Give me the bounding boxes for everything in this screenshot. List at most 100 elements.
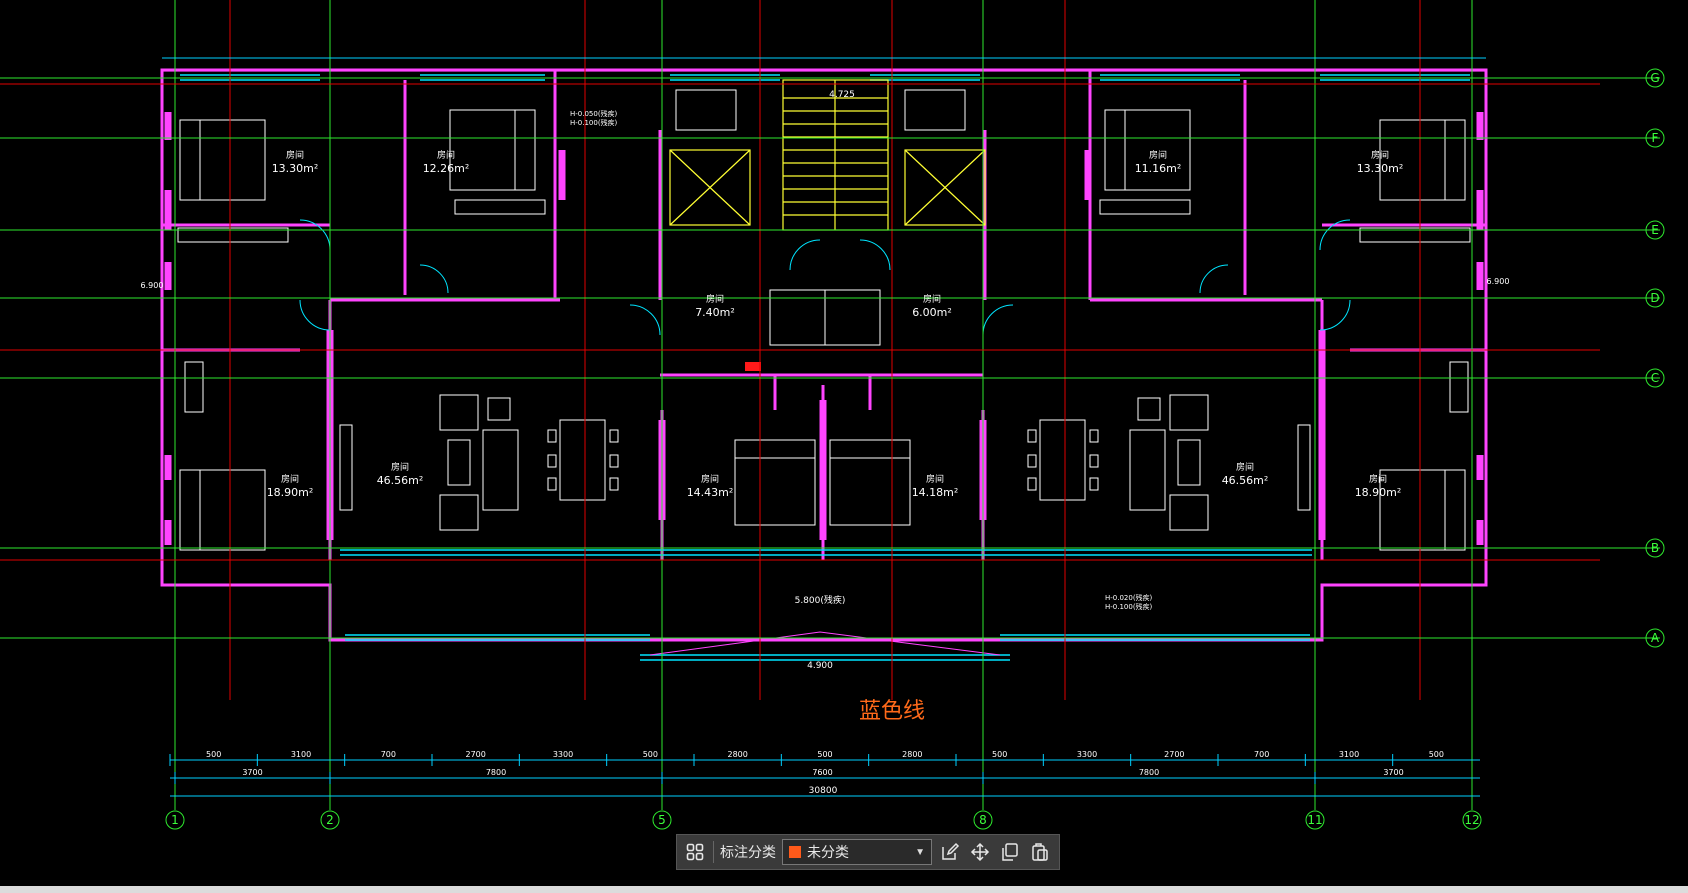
- grid-label-right: A: [1651, 631, 1660, 645]
- grid-label-right: B: [1651, 541, 1659, 555]
- room-name: 房间: [1369, 473, 1387, 485]
- room-name: 房间: [1149, 149, 1167, 161]
- dimension-value: 3700: [1383, 768, 1403, 777]
- grid-label-bottom: 5: [658, 813, 666, 827]
- grid-bubble: [1645, 128, 1665, 148]
- elevation-note: H-0.050(残疾): [570, 109, 618, 118]
- elevation-note: H-0.020(残疾): [1105, 593, 1153, 602]
- dimension-layer: 500 3100 700 2700 3300 500 2800 500 2800 500 3300 2…: [141, 57, 1510, 797]
- room-name: 房间: [923, 293, 941, 305]
- grid-label-right: C: [1651, 371, 1659, 385]
- dimension-value: 2800: [727, 750, 747, 759]
- annotation-layer: 4.725 4.900 5.800(残疾) H-0.050(残疾) H-0.100(残疾…: [570, 90, 1153, 724]
- grid-lines-layer: [0, 0, 1660, 810]
- grid-bubble: [1645, 220, 1665, 240]
- room-area: 14.43m²: [687, 486, 734, 499]
- room-name: 房间: [706, 293, 724, 305]
- grid-bubble: [165, 810, 185, 830]
- dimension-value: 7600: [812, 768, 832, 777]
- room-name: 房间: [286, 149, 304, 161]
- dimension-value: 500: [1429, 750, 1444, 759]
- dimension-value: 3300: [1077, 750, 1097, 759]
- annotation-text: 蓝色线: [859, 699, 925, 724]
- grid-bubble: [1645, 368, 1665, 388]
- dimension-value: 2800: [902, 750, 922, 759]
- dimension-value: 2700: [1164, 750, 1184, 759]
- dimension-value: 500: [817, 750, 832, 759]
- room-name: 房间: [1371, 149, 1389, 161]
- toolbar-separator: [713, 841, 714, 863]
- category-select-value: 未分类: [807, 844, 849, 860]
- grid-label-bottom: 1: [171, 813, 179, 827]
- grid-bubble: [973, 810, 993, 830]
- grid-bubble: [1645, 538, 1665, 558]
- dimension-value: 3300: [553, 750, 573, 759]
- grid-bubble: [1462, 810, 1482, 830]
- grid-bubble: [1645, 628, 1665, 648]
- dimension-value: 7800: [486, 768, 506, 777]
- room-area: 7.40m²: [695, 306, 735, 319]
- move-icon[interactable]: [968, 840, 992, 864]
- grid-label-right: D: [1650, 291, 1659, 305]
- dimension-value: 500: [643, 750, 658, 759]
- dimension-value: 700: [1254, 750, 1269, 759]
- grid-label-bottom: 8: [979, 813, 987, 827]
- annotation-category-toolbar: 标注分类 未分类 ▼: [676, 834, 1060, 870]
- room-name: 房间: [1236, 461, 1254, 473]
- category-select[interactable]: 未分类 ▼: [782, 839, 932, 865]
- room-area: 13.30m²: [1357, 162, 1404, 175]
- dimension-value: 3100: [291, 750, 311, 759]
- dimension-value: 7800: [1139, 768, 1159, 777]
- paste-icon[interactable]: [1028, 840, 1052, 864]
- dimension-value: 500: [992, 750, 1007, 759]
- category-color-swatch: [789, 846, 801, 858]
- grid-bubble: [320, 810, 340, 830]
- edit-icon[interactable]: [938, 840, 962, 864]
- room-area: 46.56m²: [1222, 474, 1269, 487]
- grid-bubble: [1645, 288, 1665, 308]
- room-name: 房间: [391, 461, 409, 473]
- grid-label-right: F: [1652, 131, 1659, 145]
- room-area: 11.16m²: [1135, 162, 1182, 175]
- grid-bubble: [652, 810, 672, 830]
- room-area: 14.18m²: [912, 486, 959, 499]
- category-label: 标注分类: [720, 844, 776, 860]
- grid-label-bottom: 12: [1464, 813, 1479, 827]
- level-mark: 5.800(残疾): [795, 594, 846, 606]
- grid-label-right: G: [1650, 71, 1659, 85]
- level-mark: 4.900: [807, 661, 833, 671]
- elevation-note: H-0.100(残疾): [1105, 602, 1153, 611]
- grid-icon[interactable]: [683, 840, 707, 864]
- room-area: 46.56m²: [377, 474, 424, 487]
- room-name: 房间: [437, 149, 455, 161]
- dimension-value: 6.900: [1487, 277, 1510, 286]
- red-marker: [745, 362, 761, 371]
- grid-bubble: [1645, 68, 1665, 88]
- dimension-value: 2700: [465, 750, 485, 759]
- copy-icon[interactable]: [998, 840, 1022, 864]
- room-name: 房间: [281, 473, 299, 485]
- grid-label-bottom: 11: [1307, 813, 1322, 827]
- chevron-down-icon: ▼: [915, 846, 925, 858]
- level-mark: 4.725: [829, 90, 855, 100]
- dimension-value: 3100: [1339, 750, 1359, 759]
- floor-plan-structure: [160, 68, 1488, 661]
- dimension-total: 30800: [809, 786, 838, 796]
- dimension-value: 700: [381, 750, 396, 759]
- room-name: 房间: [701, 473, 719, 485]
- room-area: 12.26m²: [423, 162, 470, 175]
- dimension-value: 6.900: [141, 281, 164, 290]
- dimension-value: 3700: [242, 768, 262, 777]
- room-labels-layer: 房间13.30m²房间12.26m²房间11.16m²房间13.30m²房间7.…: [267, 149, 1404, 499]
- status-bar: [0, 886, 1688, 893]
- grid-label-bottom: 2: [326, 813, 334, 827]
- room-area: 18.90m²: [267, 486, 314, 499]
- dimension-value: 500: [206, 750, 221, 759]
- grid-bubble: [1305, 810, 1325, 830]
- room-area: 13.30m²: [272, 162, 319, 175]
- room-area: 18.90m²: [1355, 486, 1402, 499]
- room-area: 6.00m²: [912, 306, 952, 319]
- grid-label-right: E: [1651, 223, 1659, 237]
